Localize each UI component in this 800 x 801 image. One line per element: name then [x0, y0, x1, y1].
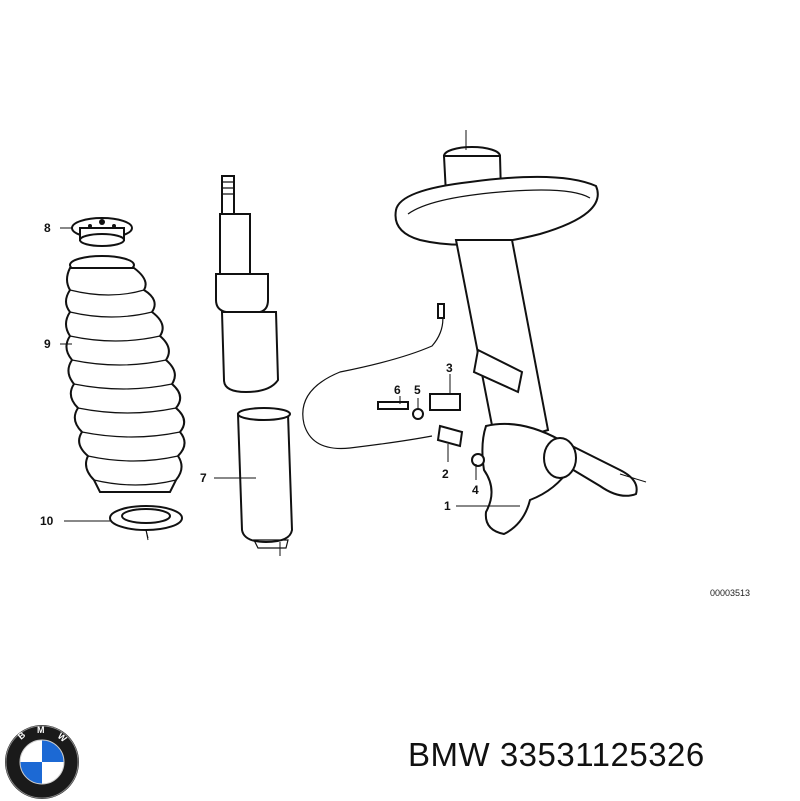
part-sensor-wiring [302, 303, 485, 467]
part-shock-insert [215, 175, 294, 549]
callout-leaders [60, 130, 520, 556]
callout-5: 5 [414, 383, 421, 397]
callout-1: 1 [444, 499, 451, 513]
callout-8: 8 [44, 221, 51, 235]
part-number-caption: BMW 33531125326 [408, 736, 705, 773]
callout-10: 10 [40, 514, 54, 528]
svg-text:M: M [37, 725, 45, 735]
callout-4: 4 [472, 483, 479, 497]
part-top-mount [71, 217, 133, 247]
diagram-reference-code: 00003513 [710, 588, 750, 598]
part-dust-boot [65, 255, 186, 493]
bmw-roundel-icon: B M W [5, 725, 79, 799]
callout-9: 9 [44, 337, 51, 351]
callout-3: 3 [446, 361, 453, 375]
callout-6: 6 [394, 383, 401, 397]
callout-2: 2 [442, 467, 449, 481]
part-strut-assembly [394, 146, 647, 536]
svg-text:B: B [16, 729, 28, 741]
callout-7: 7 [200, 471, 207, 485]
part-ring [109, 505, 183, 539]
